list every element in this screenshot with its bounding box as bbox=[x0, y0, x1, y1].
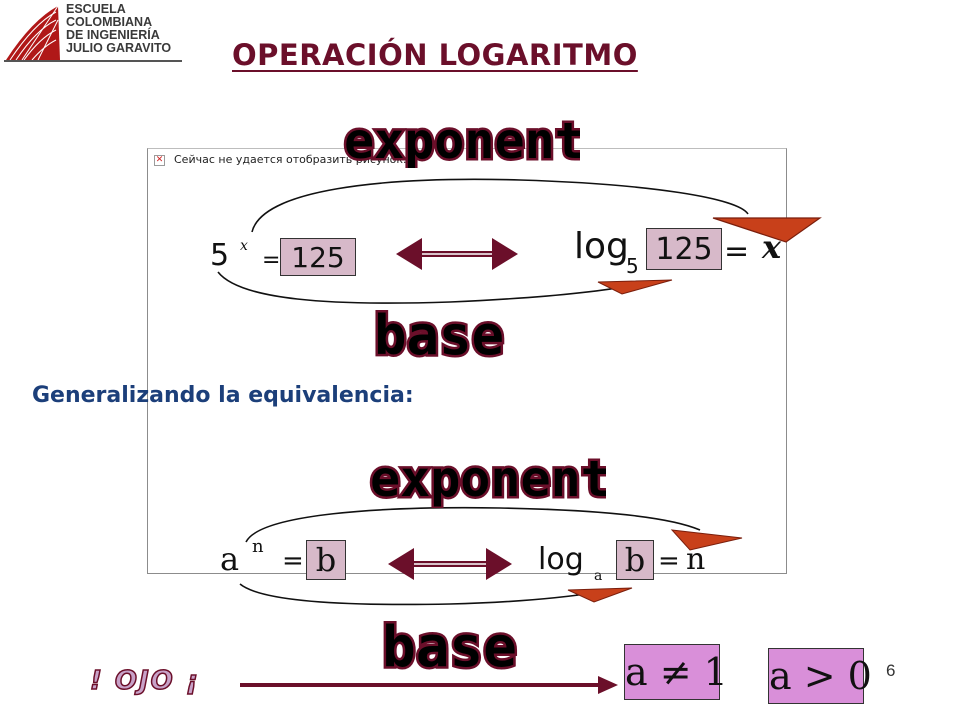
top-exponent: x bbox=[240, 238, 248, 254]
general-log-arg-box: b bbox=[616, 540, 654, 580]
double-arrow-right-icon bbox=[492, 238, 518, 270]
general-log-result: n bbox=[686, 542, 706, 577]
top-log-word: log bbox=[574, 226, 629, 267]
logo-emblem-icon bbox=[2, 0, 184, 64]
general-log-equals: = bbox=[658, 546, 680, 576]
page-title: OPERACIÓN LOGARITMO bbox=[232, 38, 638, 72]
svg-text:base: base bbox=[374, 304, 504, 364]
base-label-top: base bbox=[372, 302, 507, 364]
general-result-box: b bbox=[306, 540, 346, 580]
base-arrow-head-icon bbox=[597, 279, 673, 295]
general-log-base: a bbox=[594, 568, 603, 584]
ojo-warning: ! OJO ¡ bbox=[89, 665, 200, 697]
broken-image-icon: ✕ bbox=[154, 155, 165, 166]
ojo-arrow-head-icon bbox=[598, 676, 618, 694]
exponent-arrow-head-icon bbox=[712, 217, 822, 243]
general-base: a bbox=[220, 540, 240, 578]
broken-image-message: Сейчас не удается отобразить рисунок. bbox=[174, 153, 407, 166]
double-arrow-left-icon bbox=[396, 238, 422, 270]
broken-image-placeholder: ✕ Сейчас не удается отобразить рисунок. bbox=[147, 148, 787, 574]
top-log-base: 5 bbox=[626, 254, 639, 278]
top-log-arg-box: 125 bbox=[646, 228, 722, 270]
condition-a-not-one: a ≠ 1 bbox=[624, 644, 728, 700]
svg-text:base: base bbox=[382, 615, 517, 676]
general-base-arrow-head-icon bbox=[567, 587, 633, 603]
general-exponent: n bbox=[252, 536, 264, 557]
top-result-box: 125 bbox=[280, 238, 356, 276]
svg-text:exponente: exponente bbox=[370, 450, 606, 508]
general-double-arrow-right-icon bbox=[486, 548, 512, 580]
general-double-arrow-left-icon bbox=[388, 548, 414, 580]
general-log-word: log bbox=[538, 542, 584, 577]
general-equals: = bbox=[282, 546, 304, 576]
exponent-label-top: exponente bbox=[342, 110, 581, 169]
top-equals: = bbox=[262, 248, 281, 273]
base-label-general: base bbox=[380, 613, 519, 677]
top-log-equals: = bbox=[724, 234, 750, 269]
logo-text: ESCUELA COLOMBIANA DE INGENIERÍA JULIO G… bbox=[66, 2, 172, 55]
svg-text:exponente: exponente bbox=[344, 112, 580, 168]
general-exponent-arrow-head-icon bbox=[670, 529, 743, 551]
top-base: 5 bbox=[210, 238, 230, 273]
condition-a-positive: a > 0 bbox=[768, 648, 872, 704]
top-log-result: x bbox=[762, 228, 782, 266]
page-number: 6 bbox=[886, 661, 896, 680]
generalize-text: Generalizando la equivalencia: bbox=[32, 383, 414, 408]
university-logo bbox=[2, 0, 184, 64]
exponent-label-general: exponente bbox=[368, 448, 607, 509]
